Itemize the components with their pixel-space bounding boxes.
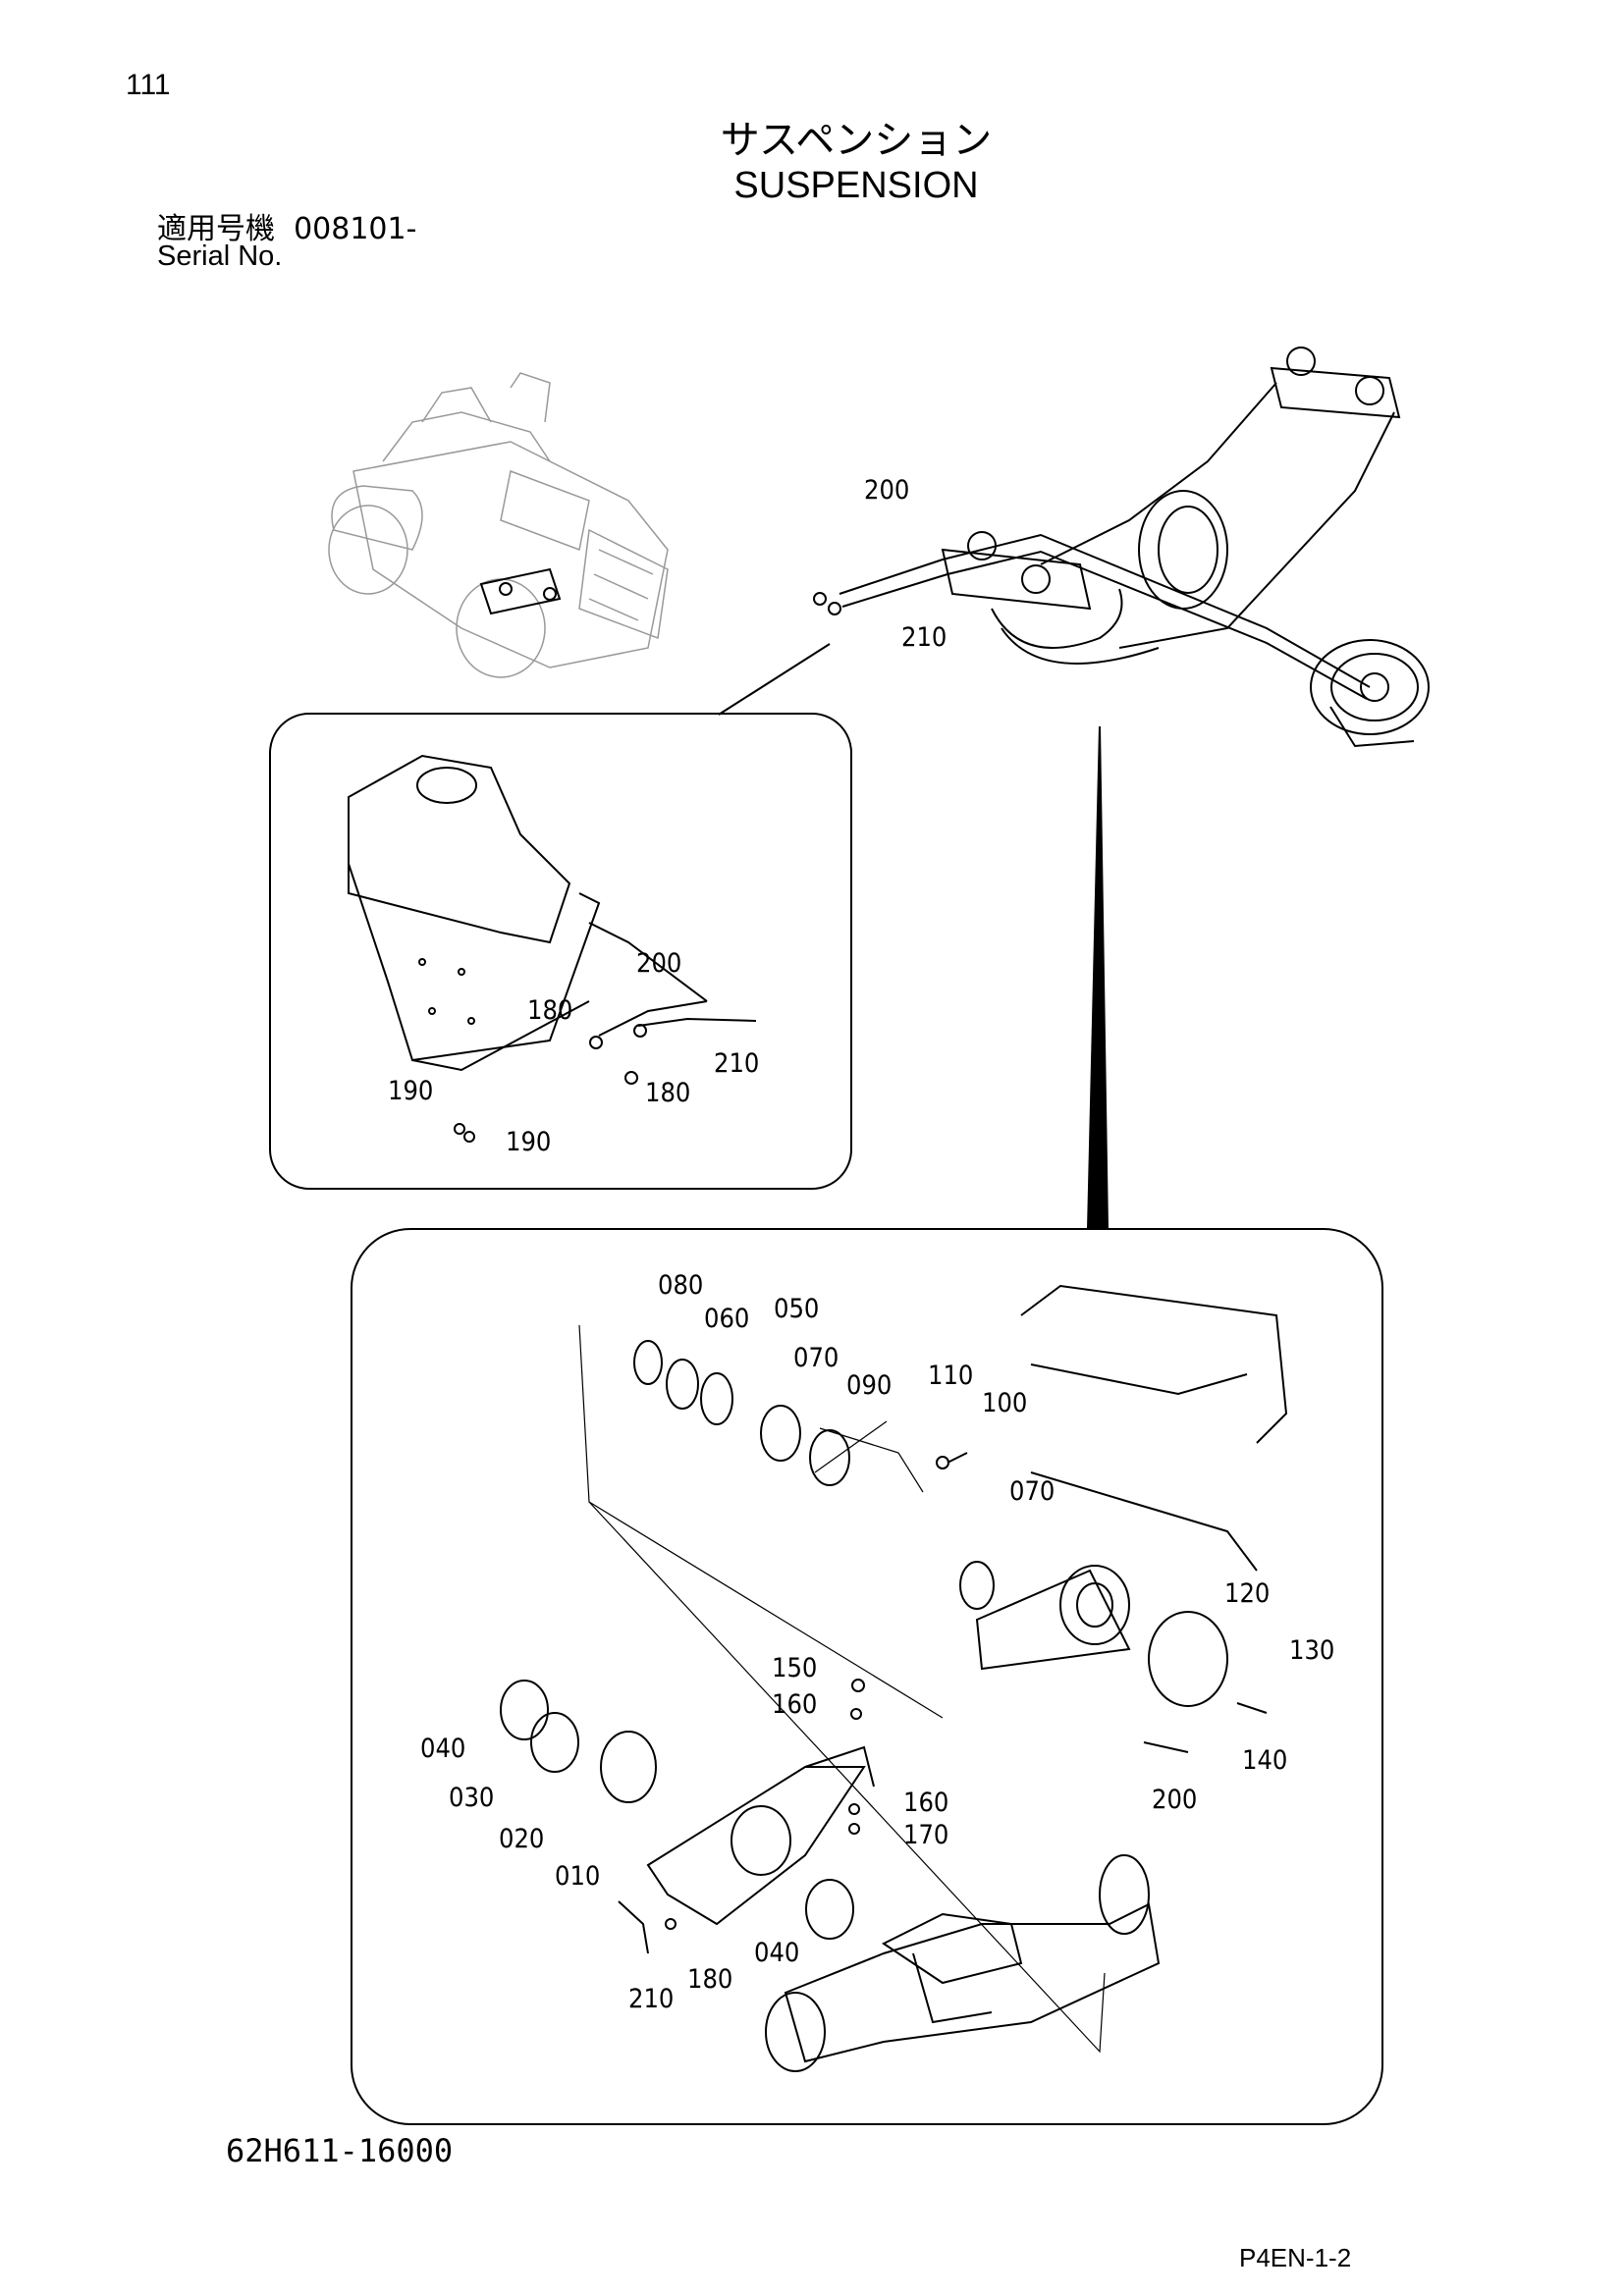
callout-detail-b-020: 020 bbox=[499, 1824, 544, 1854]
callout-overview-200: 200 bbox=[864, 475, 909, 506]
page-number: 111 bbox=[126, 69, 171, 101]
detail-frame-b bbox=[351, 1228, 1383, 2125]
pointer-detail-a bbox=[718, 643, 831, 716]
callout-detail-b-030: 030 bbox=[449, 1783, 494, 1813]
detail-frame-a bbox=[269, 713, 852, 1190]
suspension-beam-overview bbox=[813, 347, 1430, 748]
callout-detail-b-160: 160 bbox=[903, 1788, 948, 1818]
callout-detail-b-180: 180 bbox=[687, 1964, 732, 1995]
callout-detail-a-200: 200 bbox=[636, 948, 681, 979]
callout-detail-b-110: 110 bbox=[928, 1361, 973, 1391]
serial-number-value: 008101- bbox=[294, 212, 417, 246]
callout-detail-b-100: 100 bbox=[982, 1388, 1027, 1418]
callout-detail-b-150: 150 bbox=[772, 1653, 817, 1683]
callout-detail-b-060: 060 bbox=[704, 1304, 749, 1334]
callout-detail-a-190: 190 bbox=[506, 1127, 551, 1157]
thumbnail-highlight bbox=[479, 567, 562, 615]
drawing-number: 62H611-16000 bbox=[226, 2132, 454, 2169]
callout-detail-a-210: 210 bbox=[714, 1048, 759, 1079]
serial-number-label: Serial No. bbox=[157, 240, 283, 272]
callout-detail-b-040: 040 bbox=[420, 1734, 465, 1764]
callout-detail-a-180: 180 bbox=[527, 995, 572, 1026]
pointer-detail-b bbox=[1086, 725, 1110, 1230]
page-title: SUSPENSION bbox=[733, 165, 979, 206]
callout-detail-b-130: 130 bbox=[1289, 1635, 1334, 1666]
callout-detail-b-090: 090 bbox=[846, 1370, 892, 1401]
callout-detail-b-140: 140 bbox=[1242, 1745, 1287, 1776]
detail-b-drawing bbox=[500, 1284, 1288, 2072]
callout-detail-b-050: 050 bbox=[774, 1294, 819, 1324]
callout-detail-b-070: 070 bbox=[793, 1343, 839, 1373]
callout-detail-b-200: 200 bbox=[1152, 1785, 1197, 1815]
callout-detail-b-170: 170 bbox=[903, 1820, 948, 1850]
callout-detail-a-180: 180 bbox=[645, 1078, 690, 1108]
callout-detail-b-080: 080 bbox=[658, 1270, 703, 1301]
callout-detail-b-010: 010 bbox=[555, 1861, 600, 1892]
page-title-japanese: サスペンション bbox=[720, 118, 993, 163]
serial-number-label-jp: 適用号機 008101- bbox=[157, 204, 416, 247]
callout-detail-a-190: 190 bbox=[388, 1076, 433, 1106]
callout-detail-b-120: 120 bbox=[1224, 1578, 1270, 1609]
callout-detail-b-160: 160 bbox=[772, 1689, 817, 1720]
machine-thumbnail bbox=[328, 372, 669, 678]
page-code: P4EN-1-2 bbox=[1239, 2243, 1352, 2272]
callout-detail-b-070: 070 bbox=[1009, 1476, 1055, 1507]
callout-detail-b-040: 040 bbox=[754, 1938, 799, 1968]
detail-a-drawing bbox=[348, 754, 757, 1143]
serial-label-japanese: 適用号機 bbox=[157, 212, 275, 246]
callout-detail-b-210: 210 bbox=[628, 1984, 674, 2014]
callout-overview-210: 210 bbox=[901, 622, 947, 653]
